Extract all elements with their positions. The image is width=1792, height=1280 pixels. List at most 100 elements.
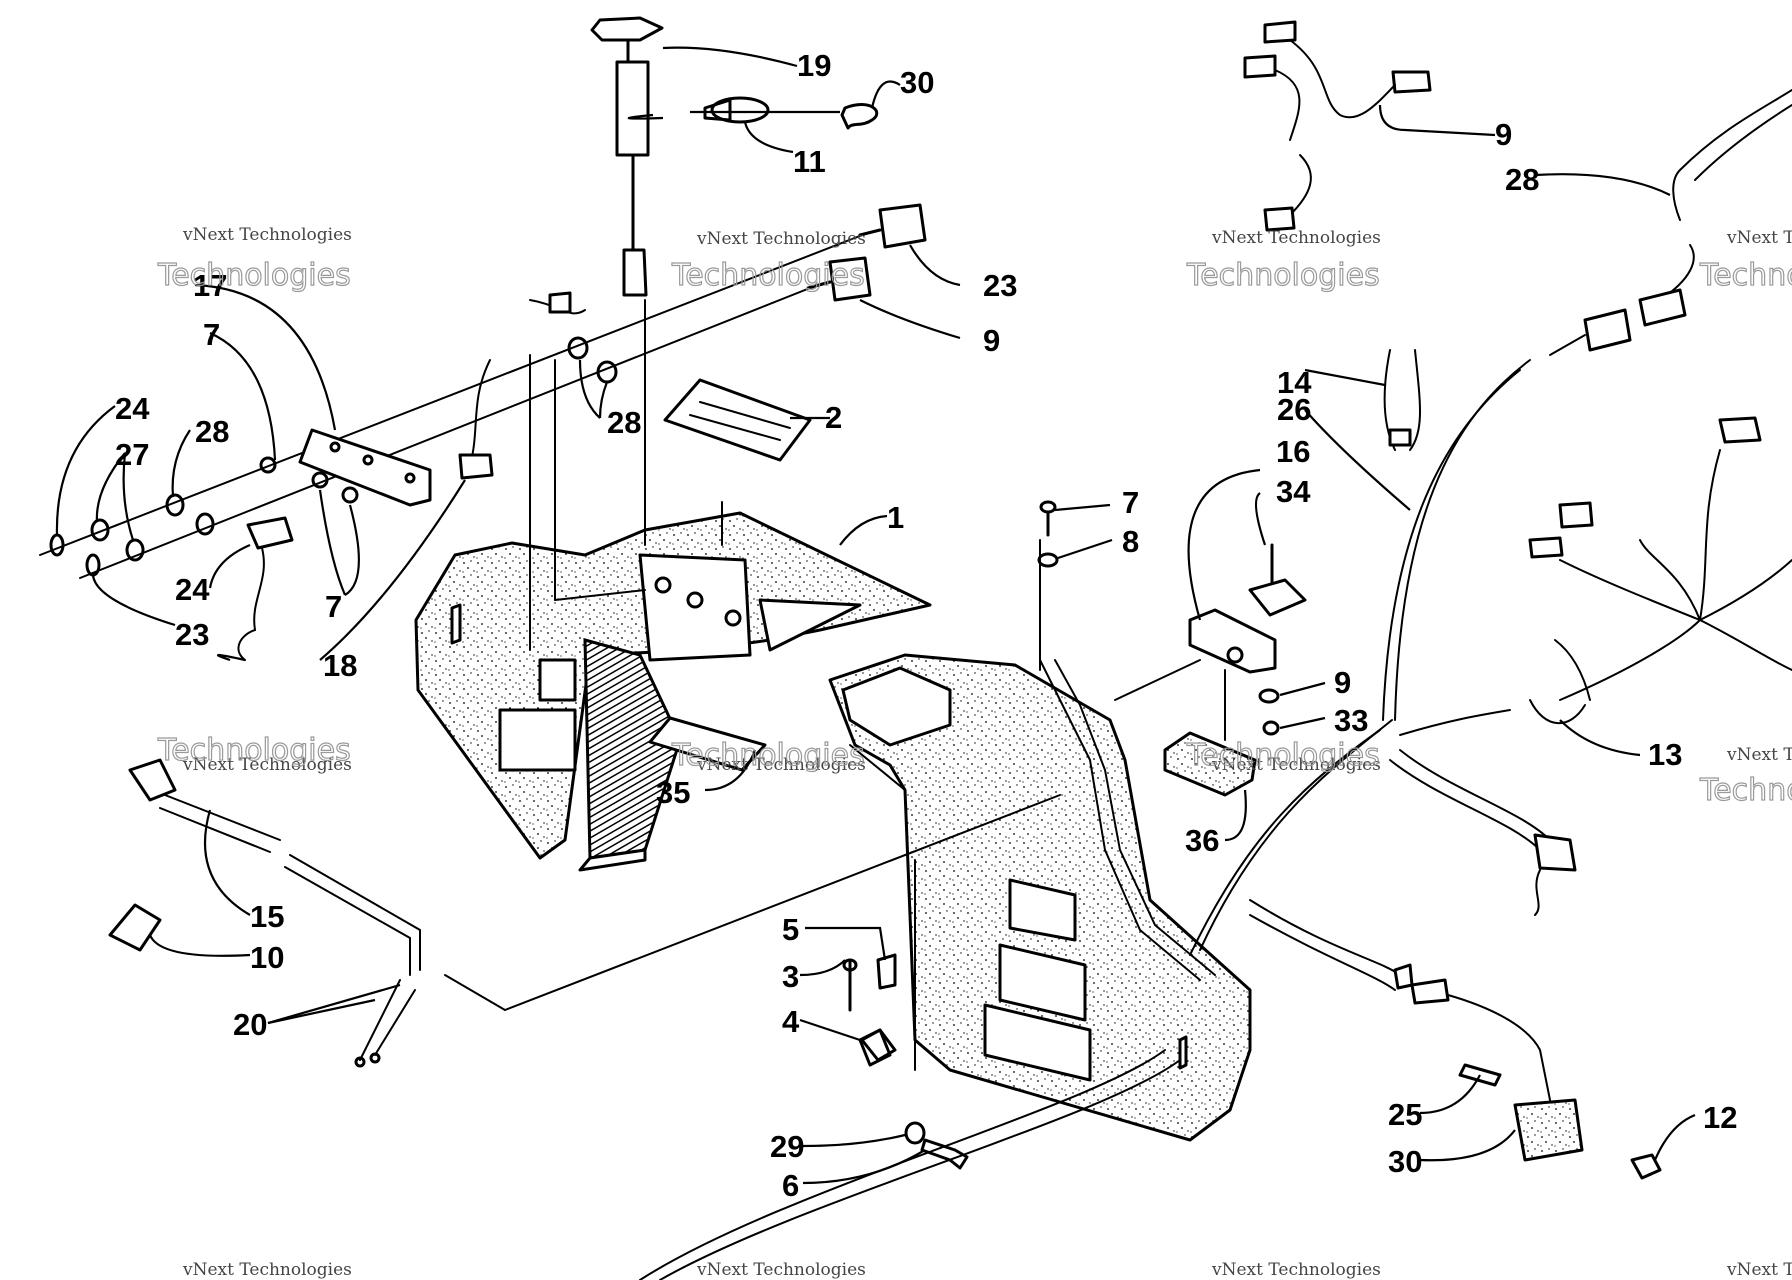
callout-twentyfour: 24 — [175, 572, 210, 607]
bracket-part-18 — [1188, 608, 1277, 674]
clip-part-12 — [108, 903, 162, 952]
watermark-1: vNext Technologies Technologies — [156, 225, 351, 294]
clip-part-5 — [876, 953, 897, 990]
wiring-harness-part-27 — [639, 359, 1792, 1280]
wiring-harness-part-31 — [1549, 89, 1792, 356]
svg-text:vNext Technologies: vNext Technologies — [1726, 745, 1792, 765]
svg-text:Technologies: Technologies — [671, 258, 865, 293]
callout-12: 10 — [250, 940, 284, 975]
pad-part-2 — [663, 378, 812, 462]
callout-16: 14 — [1277, 365, 1312, 400]
screw-part-3 — [842, 958, 858, 1012]
bolt-part-33 — [1248, 543, 1307, 617]
grommet-part-35 — [840, 103, 879, 130]
callout-7b: 7 — [325, 589, 342, 624]
callout-20: 18 — [323, 648, 357, 683]
callout-18: 16 — [1276, 434, 1310, 469]
svg-text:vNext Technologies: vNext Technologies — [696, 1260, 866, 1280]
watermark-10: vNext Technologies — [696, 1260, 866, 1280]
callout-15: 13 — [1648, 737, 1682, 772]
callout-10: 9 — [1495, 117, 1512, 152]
callout-29: 29 — [770, 1129, 804, 1164]
foam-block-part-36 — [1163, 731, 1257, 797]
svg-text:vNext Technologies: vNext Technologies — [1726, 1260, 1792, 1280]
callout-28c: 28 — [607, 405, 641, 440]
callout-numbers: 19 30 11 9 28 23 9 17 7 23 24 27 28 28 2… — [115, 48, 1737, 1203]
watermark-5: vNext Technologies Technologies — [156, 732, 352, 775]
svg-text:Technologies: Technologies — [1699, 773, 1792, 808]
wire-lead-part-20 — [458, 291, 586, 480]
svg-text:vNext Technologies: vNext Technologies — [1211, 755, 1381, 775]
mounting-plate-part-19 — [298, 428, 432, 507]
callout-26: 23 — [983, 268, 1017, 303]
callout-8: 7 — [1122, 485, 1139, 520]
screw-part-8 — [1039, 500, 1057, 537]
clip-part-15 — [1529, 699, 1586, 725]
watermark-9: vNext Technologies — [182, 1260, 352, 1280]
svg-text:vNext Technologies: vNext Technologies — [1211, 1260, 1381, 1280]
wiring-lead-part-17 — [128, 758, 421, 976]
leader-lines — [55, 46, 1696, 1185]
svg-text:Technologies: Technologies — [157, 258, 351, 293]
bracket-part-4 — [860, 1028, 897, 1062]
connector-leads-part-22 — [354, 979, 416, 1068]
key-switch-part-24 — [237, 516, 294, 661]
watermark-4: vNext Technologies Technologies — [1698, 228, 1792, 294]
watermark-11: vNext Technologies — [1211, 1260, 1381, 1280]
callout-5: 5 — [782, 912, 799, 947]
callout-32: 33 — [1334, 703, 1368, 738]
watermark-12: vNext Technologies — [1726, 1260, 1792, 1280]
watermark-3: vNext Technologies Technologies — [1185, 228, 1381, 294]
watermark-2: vNext Technologies Technologies — [670, 229, 866, 294]
callout-23-top: 24 — [115, 391, 150, 426]
svg-text:Technologies: Technologies — [1186, 738, 1380, 773]
callout-36: 36 — [1185, 823, 1219, 858]
wiring-harness-part-10 — [1243, 20, 1432, 232]
washer-part-29 — [904, 1121, 926, 1145]
callout-33: 34 — [1276, 474, 1311, 509]
washer-part-9 — [1037, 552, 1280, 704]
star-washer-part-7 — [259, 456, 359, 504]
callout-22: 20 — [233, 1007, 267, 1042]
cable-tie-part-16 — [1383, 349, 1421, 451]
svg-text:Technologies: Technologies — [1186, 258, 1380, 293]
callout-28-mid: 28 — [195, 414, 229, 449]
clamp-part-13 — [703, 96, 770, 124]
callout-4: 4 — [782, 1004, 800, 1039]
callout-35: 30 — [900, 65, 934, 100]
toggle-switch-part-11 — [806, 256, 872, 302]
svg-text:vNext Technologies: vNext Technologies — [182, 755, 352, 775]
callout-1: 1 — [887, 500, 904, 535]
callout-9a: 8 — [1122, 524, 1139, 559]
callout-7a: 7 — [203, 317, 220, 352]
svg-text:vNext Technologies: vNext Technologies — [696, 755, 866, 775]
washer-part-28 — [90, 336, 618, 562]
callout-30: 30 — [1388, 1144, 1422, 1179]
watermark-8: vNext Technologies Technologies — [1698, 745, 1792, 809]
callout-27-label: 26 — [1277, 392, 1311, 427]
callout-3: 3 — [782, 959, 799, 994]
svg-text:Technologies: Technologies — [671, 738, 865, 773]
svg-text:Technologies: Technologies — [157, 733, 351, 768]
svg-text:Technologies: Technologies — [1699, 258, 1792, 293]
watermark-6: vNext Technologies Technologies — [670, 737, 866, 775]
toggle-switch-part-26 — [858, 203, 927, 249]
callout-34: 35 — [656, 775, 690, 810]
callout-25: 25 — [1388, 1097, 1422, 1132]
callout-11: 9 — [983, 323, 1000, 358]
watermarks: vNext Technologies Technologies vNext Te… — [156, 225, 1792, 1280]
callout-28a: 27 — [115, 437, 149, 472]
svg-text:vNext Technologies: vNext Technologies — [1211, 228, 1381, 248]
connector-block-part-30 — [1513, 1098, 1584, 1162]
svg-text:vNext Technologies: vNext Technologies — [696, 229, 866, 249]
nut-part-14 — [1630, 1153, 1662, 1180]
assembly-centerlines — [39, 231, 1226, 1071]
decal-part-34 — [648, 716, 767, 772]
callout-13: 11 — [793, 144, 826, 179]
bolt-part-25 — [1458, 1063, 1502, 1087]
callout-14: 12 — [1703, 1100, 1737, 1135]
callout-nine-b: 9 — [1334, 665, 1351, 700]
callout-21: 19 — [797, 48, 831, 83]
choke-knob-assembly-part-21 — [590, 16, 664, 297]
